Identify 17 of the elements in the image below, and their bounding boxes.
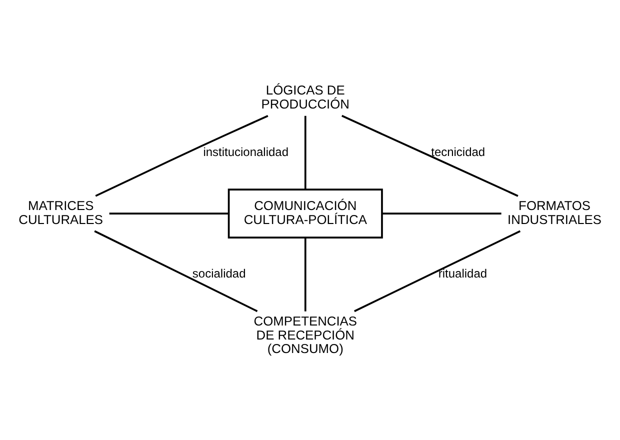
connector [304, 115, 306, 190]
connector [382, 212, 502, 214]
connector [95, 114, 268, 196]
connector [342, 114, 518, 196]
node-text: LÓGICAS DE PRODUCCIÓN [261, 82, 350, 112]
node-box: COMUNICACIÓN CULTURA-POLÍTICA [228, 188, 383, 238]
node-text: MATRICES CULTURALES [18, 198, 104, 226]
connector [109, 212, 228, 214]
edge-label: institucionalidad [203, 144, 289, 158]
edge-label: socialidad [192, 266, 246, 280]
edge-label: tecnicidad [431, 144, 486, 158]
connector [354, 230, 521, 312]
connector [304, 237, 306, 311]
edge-label: ritualidad [438, 266, 488, 280]
connector [94, 230, 258, 312]
node-text: FORMATOS INDUSTRIALES [508, 198, 602, 226]
node-text: COMPETENCIAS DE RECEPCIÓN (CONSUMO) [254, 312, 358, 356]
